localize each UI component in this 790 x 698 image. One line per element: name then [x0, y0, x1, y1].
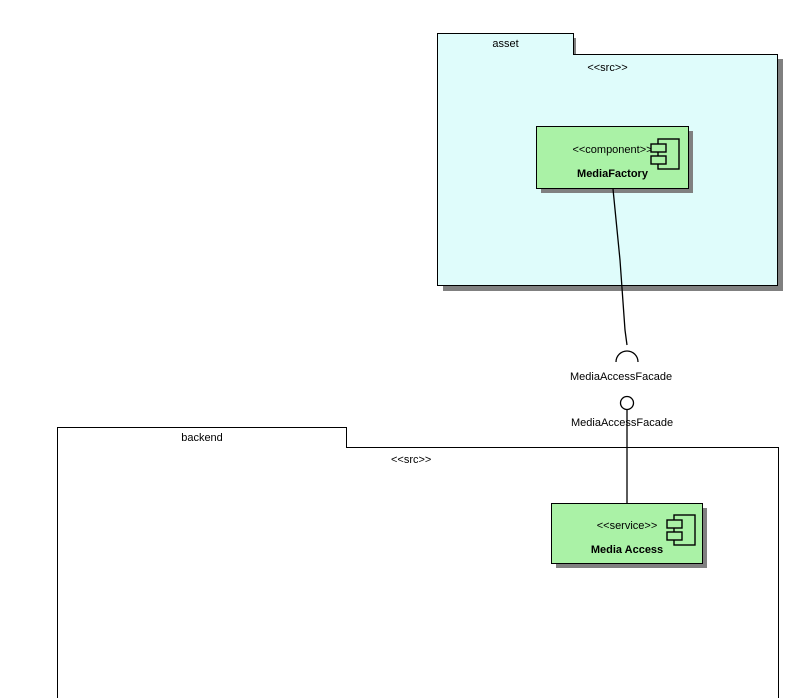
socket-arc	[615, 350, 639, 363]
backend-package-tab[interactable]: backend	[57, 427, 347, 448]
media-access-stereotype: <<service>>	[596, 520, 658, 532]
asset-package-stereotype: <<src>>	[587, 62, 628, 74]
provided-interface-ball	[619, 395, 635, 411]
provided-interface-label: MediaAccessFacade	[571, 417, 674, 429]
media-access-shadow-bottom	[556, 563, 707, 568]
backend-package-body[interactable]: <<src>>	[57, 447, 779, 698]
media-factory-shadow-right	[688, 131, 693, 193]
uml-component-icon	[666, 514, 696, 546]
media-access-shadow-right	[702, 508, 707, 568]
asset-package-label: asset	[492, 38, 519, 50]
media-access-name: Media Access	[590, 544, 664, 556]
media-factory-name: MediaFactory	[577, 168, 648, 180]
media-access-component[interactable]: <<service>> Media Access	[551, 503, 703, 564]
backend-package-stereotype: <<src>>	[391, 454, 432, 466]
uml-component-icon	[650, 138, 680, 170]
asset-package-tab[interactable]: asset	[437, 33, 574, 55]
asset-package-shadow-right	[777, 59, 783, 291]
backend-package-label: backend	[181, 432, 223, 444]
required-interface-label: MediaAccessFacade	[570, 371, 673, 383]
media-factory-component[interactable]: <<component>> MediaFactory	[536, 126, 689, 189]
media-factory-stereotype: <<component>>	[572, 144, 653, 156]
